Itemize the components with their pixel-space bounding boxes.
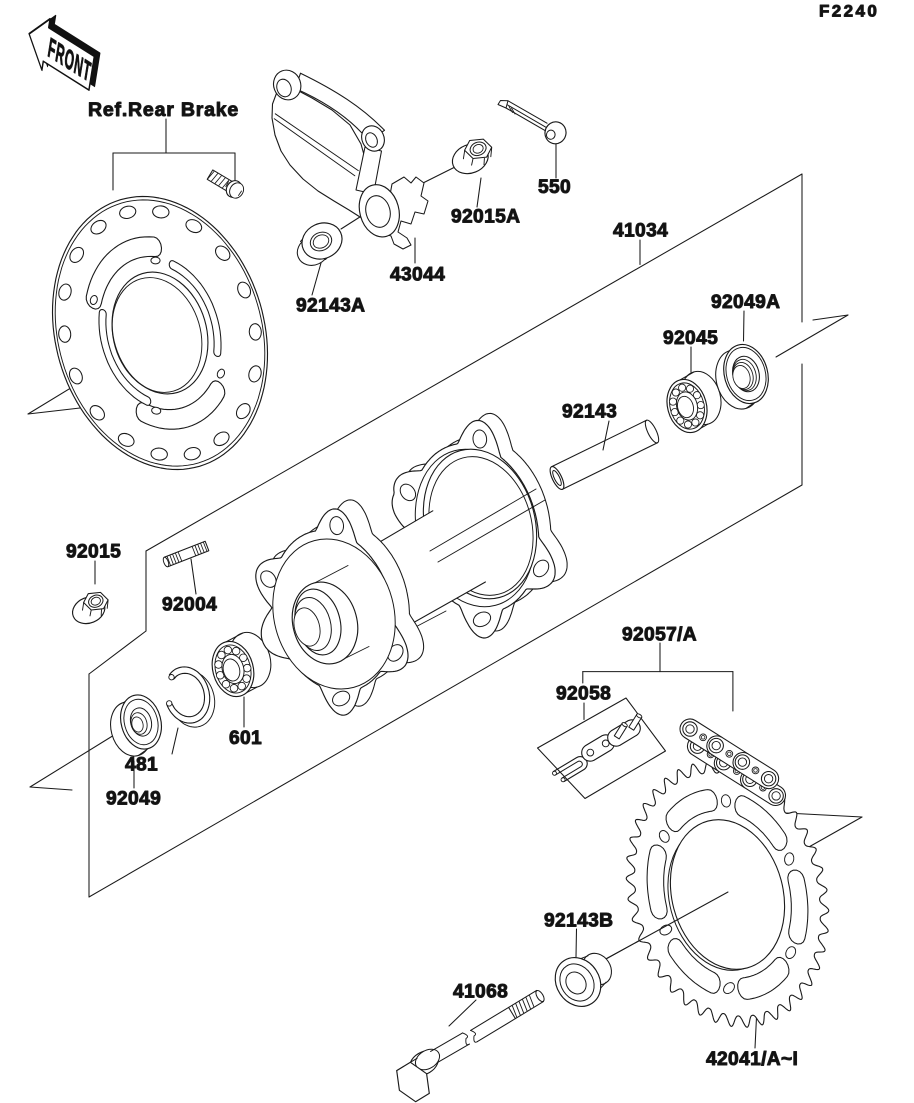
svg-text:92004: 92004: [162, 595, 217, 616]
svg-text:601: 601: [229, 728, 262, 749]
svg-text:92049A: 92049A: [711, 292, 780, 313]
svg-text:92143A: 92143A: [296, 296, 365, 317]
svg-text:41068: 41068: [453, 982, 508, 1003]
svg-text:92015A: 92015A: [451, 207, 520, 228]
svg-text:550: 550: [538, 177, 571, 198]
svg-text:F2240: F2240: [819, 2, 879, 21]
svg-text:Ref.Rear Brake: Ref.Rear Brake: [88, 99, 239, 121]
svg-text:42041/A~I: 42041/A~I: [706, 1049, 798, 1070]
svg-text:92057/A: 92057/A: [622, 625, 697, 646]
svg-text:92015: 92015: [66, 542, 121, 563]
svg-text:481: 481: [125, 755, 158, 776]
svg-text:92143: 92143: [562, 402, 617, 423]
svg-text:41034: 41034: [613, 221, 668, 242]
svg-text:43044: 43044: [390, 265, 445, 286]
svg-text:92045: 92045: [663, 328, 718, 349]
svg-text:92049: 92049: [106, 789, 161, 810]
svg-text:92143B: 92143B: [544, 911, 613, 932]
svg-text:92058: 92058: [556, 684, 611, 705]
